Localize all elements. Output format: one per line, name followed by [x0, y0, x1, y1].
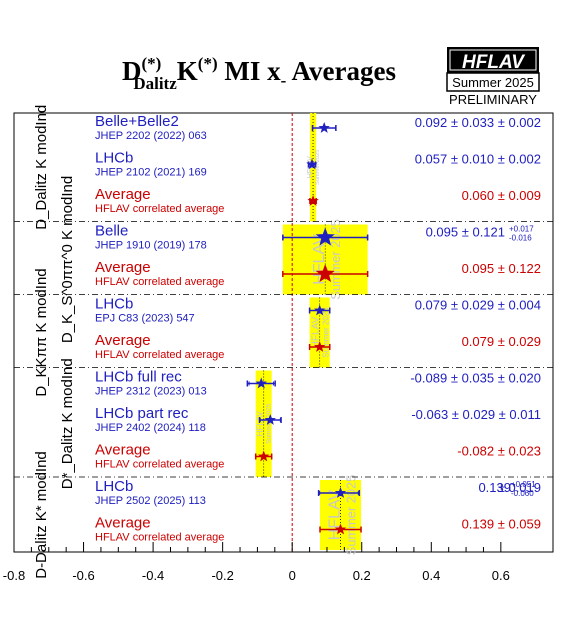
average-marker	[307, 195, 319, 206]
row-stat-up: +0.051	[511, 480, 536, 489]
average-marker	[334, 523, 347, 535]
row-reference: JHEP 2312 (2023) 013	[95, 386, 207, 398]
x-tick-label: 0.6	[492, 568, 510, 583]
row-result: 0.060 ± 0.009	[462, 188, 541, 203]
row-reference: JHEP 2402 (2024) 118	[95, 422, 206, 434]
row-result: -0.082 ± 0.023	[457, 444, 541, 459]
row-reference: JHEP 1910 (2019) 178	[95, 240, 207, 252]
row-result: -0.063 ± 0.029 ± 0.011	[411, 407, 541, 422]
row-name: Belle+Belle2	[95, 113, 179, 130]
group-label-wrap: D_K_S^0ππ^0 K modInd	[59, 176, 76, 343]
watermark-logo: HFLAV	[327, 489, 344, 540]
x-tick-label: -0.4	[142, 568, 164, 583]
watermark-logo: HFLAV	[311, 316, 322, 348]
data-marks	[246, 122, 369, 535]
x-tick-label: 0.2	[353, 568, 371, 583]
measurement-marker	[255, 377, 267, 389]
row-result: 0.079 ± 0.029	[462, 334, 541, 349]
group-label: D-Dalitz K* modInd	[33, 451, 50, 579]
row-reference: HFLAV correlated average	[95, 276, 224, 288]
row-syst-up: +0.017	[509, 225, 534, 234]
row-reference: HFLAV correlated average	[95, 349, 224, 361]
row-reference: JHEP 2102 (2021) 169	[95, 167, 207, 179]
row-name: LHCb part rec	[95, 405, 189, 422]
row-reference: JHEP 2502 (2025) 113	[95, 495, 206, 507]
row-result: 0.139 ± 0.059	[462, 517, 541, 532]
group-label: D_Dalitz K modInd	[33, 105, 50, 230]
hflav-logo-text: HFLAV	[462, 52, 525, 73]
x-tick-label: 0.4	[422, 568, 440, 583]
row-name: Average	[95, 259, 151, 276]
row-result: 0.079 ± 0.029 ± 0.004	[415, 298, 541, 313]
plot-frame	[13, 112, 554, 553]
chart-title: D(*)DalitzK(*) MI x- Averages	[122, 54, 396, 93]
row-syst: ± 0.019	[498, 480, 541, 495]
measurement-marker	[315, 227, 335, 246]
row-reference: HFLAV correlated average	[95, 532, 224, 544]
watermark-season: Summer 2025	[315, 150, 321, 185]
measurement-marker	[314, 304, 326, 316]
row-stat-down: -0.060	[511, 489, 534, 498]
group-separators	[14, 221, 553, 478]
hflav-badge: HFLAV Summer 2025 PRELIMINARY	[446, 47, 540, 107]
group-label: D*_Dalitz K modInd	[59, 358, 76, 489]
row-reference: EPJ C83 (2023) 547	[95, 313, 195, 325]
row-reference: HFLAV correlated average	[95, 459, 224, 471]
group-label: D_K_S^0ππ^0 K modInd	[59, 176, 76, 343]
average-marker	[314, 341, 326, 352]
group-label-wrap: D*_Dalitz K modInd	[59, 358, 76, 489]
hflav-status-text: PRELIMINARY	[449, 92, 537, 107]
row-name: Belle	[95, 223, 128, 240]
watermark-season: Summer 2025	[344, 475, 359, 555]
row-result: 0.092 ± 0.033 ± 0.002	[415, 115, 541, 130]
row-name: LHCb	[95, 478, 133, 495]
row-name: Average	[95, 515, 151, 532]
x-tick-label: 0	[289, 568, 296, 583]
row-result: 0.095 ± 0.122	[462, 261, 541, 276]
group-label: D_KKππ K modInd	[33, 268, 50, 396]
watermark-logo: HFLAV	[256, 411, 265, 437]
group-label-wrap: D_Dalitz K modInd	[33, 105, 50, 230]
row-reference: HFLAV correlated average	[95, 203, 224, 215]
measurement-marker	[264, 414, 276, 425]
x-axis: -0.8 -0.6 -0.4 -0.2 0 0.2 0.4 0.6	[3, 542, 510, 583]
row-name: Average	[95, 442, 151, 459]
row-result: 0.139	[478, 480, 511, 495]
x-tick-label: -0.2	[211, 568, 233, 583]
row-name: Average	[95, 186, 151, 203]
watermark-season: Summer 2025	[328, 219, 343, 299]
x-tick-label: -0.8	[3, 568, 25, 583]
group-label-wrap: D-Dalitz K* modInd	[33, 451, 50, 579]
row-name: Average	[95, 332, 151, 349]
row-name: LHCb full rec	[95, 369, 182, 386]
watermark-season: Summer 2025	[266, 403, 273, 443]
row-result: -0.089 ± 0.035 ± 0.020	[410, 371, 541, 386]
group-label-wrap: D_KKππ K modInd	[33, 268, 50, 396]
row-result: 0.057 ± 0.010 ± 0.002	[415, 152, 541, 167]
row-name: LHCb	[95, 296, 133, 313]
average-marker	[258, 450, 270, 462]
average-marker	[315, 264, 335, 283]
svg-text:D(*)DalitzK(*) MI x- Averages: D(*)DalitzK(*) MI x- Averages	[122, 54, 396, 93]
x-tick-label: -0.6	[72, 568, 94, 583]
measurement-marker	[306, 158, 318, 170]
hflav-season-text: Summer 2025	[452, 75, 534, 90]
average-band	[309, 297, 330, 368]
row-reference: JHEP 2202 (2022) 063	[95, 130, 207, 142]
watermark-season: Summer 2025	[322, 307, 331, 358]
row-syst-down: -0.016	[509, 234, 532, 243]
measurement-marker	[334, 487, 347, 498]
measurement-marker	[318, 122, 330, 133]
row-name: LHCb	[95, 150, 133, 167]
average-band	[255, 370, 272, 477]
row-result: 0.095 ± 0.121	[426, 225, 505, 240]
